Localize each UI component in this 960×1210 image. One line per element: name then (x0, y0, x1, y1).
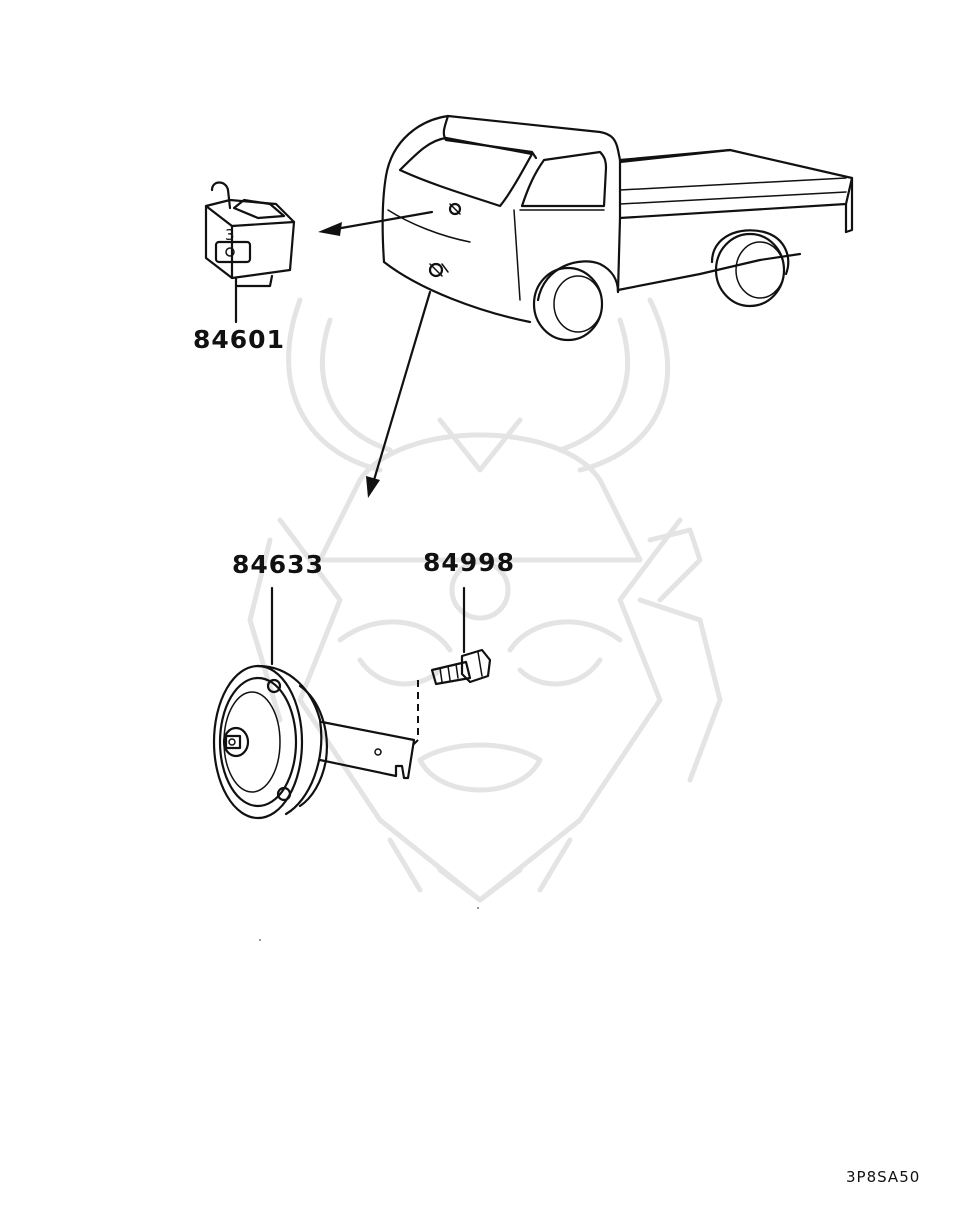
part-number-84998: 84998 (423, 548, 515, 577)
truck-illustration (381, 114, 854, 342)
relay-mark-label: 3 (225, 226, 236, 244)
assembly-dashed-line (409, 680, 419, 749)
horn-part (212, 664, 416, 820)
bolt-part (430, 648, 492, 686)
scan-speck (477, 907, 479, 909)
scan-speck (259, 939, 261, 941)
part-number-84633: 84633 (232, 550, 324, 579)
horn-relay-part: 3 (204, 181, 296, 288)
watermark-samurai-icon (247, 297, 723, 903)
diagram-code: 3P8SA50 (846, 1168, 920, 1186)
arrow-to-relay (318, 210, 434, 236)
arrow-to-horn (366, 290, 432, 498)
part-number-84601: 84601 (193, 325, 285, 354)
